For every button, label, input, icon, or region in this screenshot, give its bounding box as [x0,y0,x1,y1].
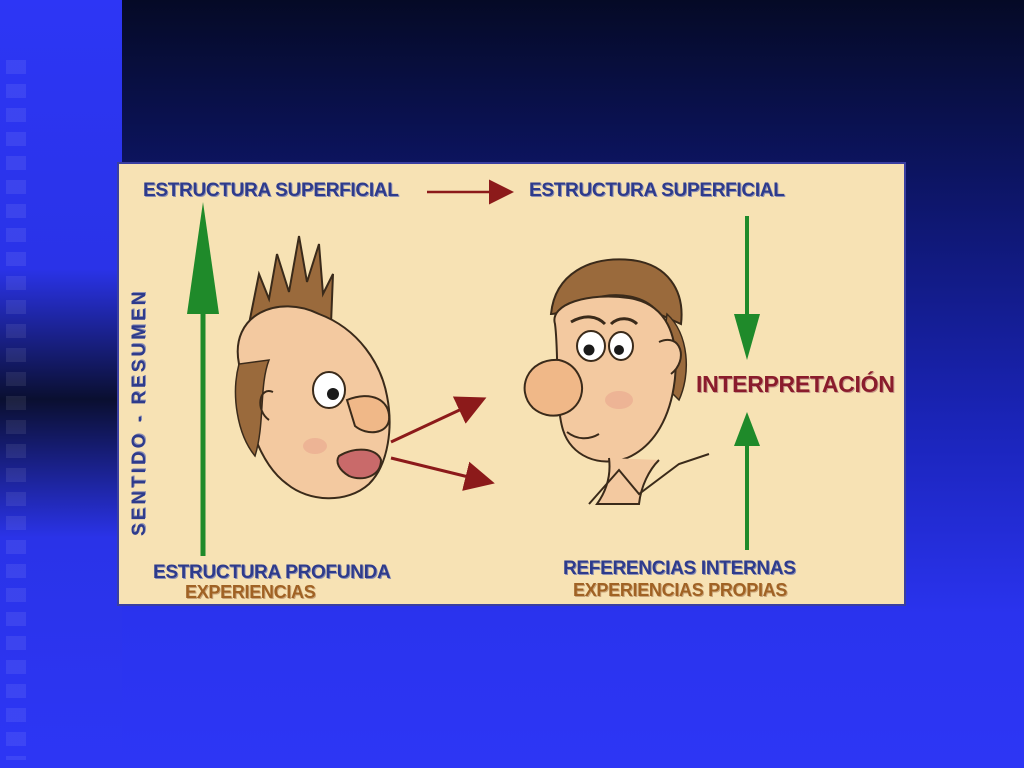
sentido-resumen-label: SENTIDO - RESUMEN [129,288,150,536]
bottom-right-label: REFERENCIAS INTERNAS [563,558,796,579]
speech-arrow-lower [390,456,495,491]
interpretation-down-arrow [734,216,760,360]
interpretation-up-arrow [734,412,760,550]
decorative-squares [6,60,26,760]
diagram-graphics [187,179,760,556]
speech-arrow-upper [390,396,487,444]
top-left-label: ESTRUCTURA SUPERFICIAL [143,180,399,201]
sentido-arrow [187,202,219,556]
bottom-left-label: ESTRUCTURA PROFUNDA [153,562,391,583]
listener-cartoon-icon [523,258,710,505]
interpretation-label: INTERPRETACIÓN [696,371,895,397]
slide-side-strip [0,0,122,768]
diagram-panel: ESTRUCTURA SUPERFICIAL ESTRUCTURA SUPERF… [117,162,906,606]
bottom-right-sublabel: EXPERIENCIAS PROPIAS [573,580,788,600]
top-right-label: ESTRUCTURA SUPERFICIAL [529,180,785,201]
bottom-left-sublabel: EXPERIENCIAS [185,582,316,602]
speaker-cartoon-icon [234,235,391,500]
